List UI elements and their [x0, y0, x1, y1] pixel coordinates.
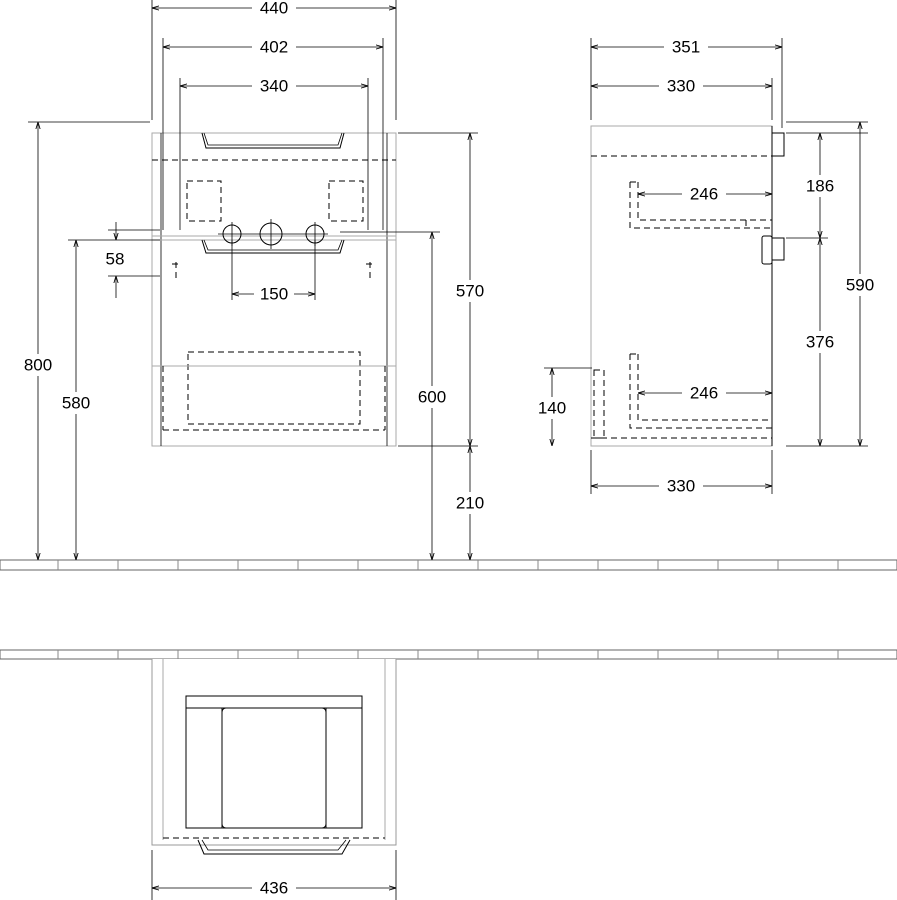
dim-590: 590 [846, 276, 874, 295]
dim-376: 376 [806, 333, 834, 352]
dim-246-upper: 246 [690, 185, 718, 204]
dim-330-bottom: 330 [667, 477, 695, 496]
dim-58: 58 [106, 250, 125, 269]
floor-strip-upper [0, 559, 897, 571]
dim-800: 800 [24, 356, 52, 375]
top-view-cabinet [151, 659, 397, 855]
dim-402: 402 [260, 38, 288, 57]
dim-186: 186 [806, 177, 834, 196]
dim-210: 210 [456, 494, 484, 513]
dim-340: 340 [260, 77, 288, 96]
dim-570: 570 [456, 282, 484, 301]
dim-330-top: 330 [667, 77, 695, 96]
dim-600: 600 [418, 388, 446, 407]
dim-440: 440 [260, 0, 288, 18]
front-dimensions: 440 402 340 800 580 58 150 [18, 0, 490, 560]
dim-580: 580 [62, 394, 90, 413]
dim-150: 150 [260, 285, 288, 304]
dim-351: 351 [672, 38, 700, 57]
dim-140: 140 [538, 399, 566, 418]
dim-246-lower: 246 [690, 384, 718, 403]
side-dimensions: 351 330 246 246 140 330 186 [532, 37, 880, 496]
wall-strip-lower [0, 649, 897, 660]
dim-436: 436 [260, 879, 288, 898]
top-dimensions: 436 [151, 850, 397, 900]
